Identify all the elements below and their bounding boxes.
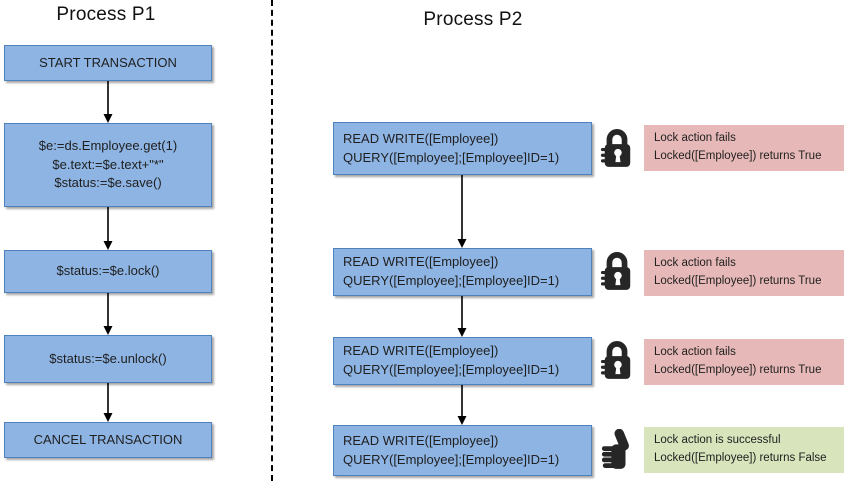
status-note-fail: Lock action fails Locked([Employee]) ret… [644,250,844,296]
p1-box-start-transaction: START TRANSACTION [4,45,212,81]
process-separator-dashed-line [271,0,273,481]
note-text: Lock action fails [654,132,736,145]
box-text: $status:=$e.unlock() [49,350,167,366]
status-note-success: Lock action is successful Locked([Employ… [644,427,844,473]
box-text: READ WRITE([Employee]) [343,254,499,270]
box-text: START TRANSACTION [39,54,177,70]
box-text: $status:=$e.save() [54,175,162,191]
lock-icon [600,341,631,379]
note-text: Locked([Employee]) returns True [654,150,822,162]
p2-box-read-write-4: READ WRITE([Employee]) QUERY([Employee];… [333,425,592,476]
arrow-down [457,385,467,425]
note-text: Lock action is successful [654,434,781,447]
p1-box-save: $e:=ds.Employee.get(1) $e.text:=$e.text+… [4,123,212,207]
arrow-down [457,175,467,248]
box-text: $e:=ds.Employee.get(1) [38,137,178,153]
arrow-down [457,296,467,337]
thumbs-up-icon [601,429,629,469]
note-text: Lock action fails [654,257,736,270]
box-text: READ WRITE([Employee]) [343,343,499,359]
status-note-fail: Lock action fails Locked([Employee]) ret… [644,125,844,171]
box-text: QUERY([Employee];[Employee]ID=1) [343,273,560,288]
p2-box-read-write-2: READ WRITE([Employee]) QUERY([Employee];… [333,248,592,296]
lock-icon [600,129,631,167]
arrow-down [103,383,113,422]
arrow-down [103,207,113,250]
box-text: QUERY([Employee];[Employee]ID=1) [343,451,560,467]
box-text: QUERY([Employee];[Employee]ID=1) [343,149,560,165]
process-p2-title: Process P2 [423,9,523,30]
p1-box-cancel-transaction: CANCEL TRANSACTION [4,422,212,458]
p2-box-read-write-1: READ WRITE([Employee]) QUERY([Employee];… [333,122,592,175]
process-p1-title: Process P1 [56,4,156,25]
box-text: QUERY([Employee];[Employee]ID=1) [343,362,560,377]
box-text: CANCEL TRANSACTION [33,431,183,447]
lock-icon [600,252,631,290]
arrow-down [103,293,113,335]
p1-box-unlock: $status:=$e.unlock() [4,335,212,383]
note-text: Locked([Employee]) returns True [654,275,822,287]
box-text: $status:=$e.lock() [56,263,160,279]
box-text: $e.text:=$e.text+"*" [52,156,164,172]
p1-box-lock: $status:=$e.lock() [4,250,212,293]
arrow-down [103,81,113,123]
note-text: Locked([Employee]) returns True [654,364,822,376]
box-text: READ WRITE([Employee]) [343,130,499,146]
note-text: Lock action fails [654,346,736,359]
status-note-fail: Lock action fails Locked([Employee]) ret… [644,339,844,385]
p2-box-read-write-3: READ WRITE([Employee]) QUERY([Employee];… [333,337,592,385]
box-text: READ WRITE([Employee]) [343,432,499,448]
note-text: Locked([Employee]) returns False [654,452,827,464]
